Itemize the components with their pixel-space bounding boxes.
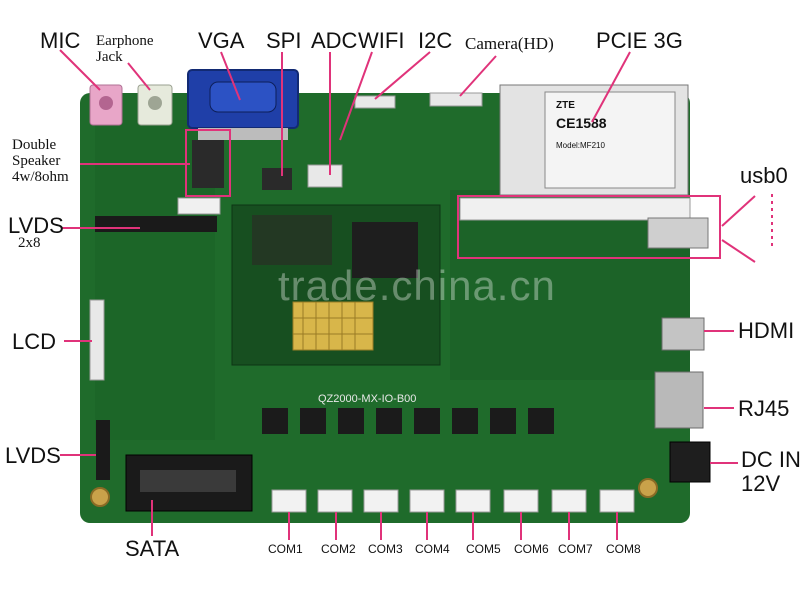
usb-header-row	[459, 197, 691, 221]
usb0-pointer-lower	[721, 239, 756, 263]
lvds-top-header	[95, 216, 217, 232]
pcie-card-ce: CE1588	[556, 115, 607, 131]
camera-pointer	[459, 55, 497, 97]
mic-pointer	[59, 49, 101, 91]
label-lcd: LCD	[12, 329, 57, 354]
label-rj45: RJ45	[738, 396, 790, 421]
label-com7: COM7	[558, 542, 593, 556]
label-com8: COM8	[606, 542, 641, 556]
spi-header	[262, 168, 292, 190]
vga-socket	[209, 81, 277, 113]
heatsink-fins	[293, 302, 373, 350]
label-i2c: I2C	[418, 28, 453, 53]
pcie-card-brand: ZTE	[556, 100, 575, 111]
label-spi: SPI	[266, 28, 302, 53]
serial-chips-row	[262, 408, 554, 434]
lvds-bottom-header	[96, 420, 110, 480]
label-com4: COM4	[415, 542, 450, 556]
com-connectors	[271, 489, 635, 513]
label-com5: COM5	[466, 542, 501, 556]
vga-pointer	[220, 51, 241, 101]
pcie-pointer	[591, 51, 631, 123]
label-com6: COM6	[514, 542, 549, 556]
wifi-pointer	[339, 51, 373, 141]
label-lvds-top: LVDS	[8, 213, 64, 238]
label-pcie-3g: PCIE 3G	[596, 28, 683, 53]
label-lvds-top-sub: 2x8	[18, 235, 41, 251]
lcd-connector	[89, 299, 105, 381]
label-com1: COM1	[268, 542, 303, 556]
sata-slot	[140, 470, 236, 492]
label-adc: ADC	[311, 28, 358, 53]
label-hdmi: HDMI	[738, 318, 795, 343]
mounting-hole-bl	[90, 487, 110, 507]
label-usb0: usb0	[740, 163, 788, 188]
annotation-lines	[59, 49, 773, 540]
earphone-pointer	[127, 62, 151, 91]
label-wifi: WIFI	[358, 28, 405, 53]
mic-jack-port	[99, 96, 113, 110]
mounting-hole-br	[638, 478, 658, 498]
speaker-connector	[177, 197, 221, 215]
label-sata: SATA	[125, 536, 180, 561]
heatsink	[292, 301, 374, 351]
rj45-port	[654, 371, 704, 429]
silkscreen-model: QZ2000-MX-IO-B00	[318, 393, 416, 405]
label-double-speaker: Double Speaker 4w/8ohm	[12, 137, 69, 185]
label-vga: VGA	[198, 28, 245, 53]
usb0-port	[647, 217, 709, 249]
label-camera: Camera(HD)	[465, 34, 554, 53]
watermark: trade.china.cn	[278, 262, 556, 309]
usb0-pointer-upper	[721, 195, 756, 227]
wifi-connector	[307, 164, 343, 188]
camera-connector	[429, 92, 483, 107]
label-dc-in: DC IN	[741, 447, 800, 472]
usb-highlight-box	[457, 195, 721, 259]
core-chip-a	[352, 222, 418, 278]
hdmi-port	[661, 317, 705, 351]
label-com2: COM2	[321, 542, 356, 556]
pcie-card-model: Model:MF210	[556, 141, 605, 150]
i2c-connector	[354, 95, 396, 109]
speaker-header	[192, 140, 224, 188]
i2c-pointer	[374, 51, 431, 100]
label-dc-in-voltage: 12V	[741, 471, 781, 496]
dc-in-jack	[669, 441, 711, 483]
label-mic: MIC	[40, 28, 81, 53]
core-chip-b	[252, 215, 332, 265]
label-com3: COM3	[368, 542, 403, 556]
earphone-jack-port	[148, 96, 162, 110]
label-earphone-jack: Earphone Jack	[96, 33, 154, 65]
label-lvds-bottom: LVDS	[5, 443, 61, 468]
pcie-card-sticker	[544, 91, 676, 189]
